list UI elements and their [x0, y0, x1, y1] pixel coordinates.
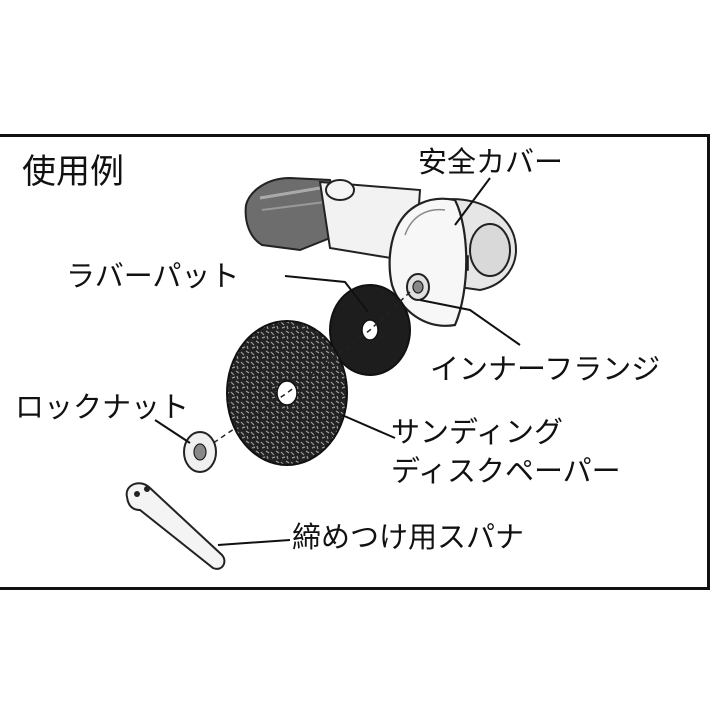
leader-spanner: [217, 539, 291, 546]
spanner-tool: [125, 482, 226, 570]
label-sanding-line2: ディスクペーパー: [391, 454, 621, 488]
label-spanner: 締めつけ用スパナ: [292, 520, 525, 554]
leader-inner-flange: [419, 299, 521, 346]
label-inner-flange: インナーフランジ: [430, 352, 661, 386]
leader-sanding: [341, 414, 396, 439]
leader-lock-nut: [154, 419, 191, 444]
label-sanding-line1: サンディング: [391, 415, 563, 449]
leader-safety-cover: [454, 177, 491, 226]
angle-grinder: [244, 176, 517, 327]
diagram-frame: [0, 134, 710, 590]
diagram-title: 使用例: [22, 152, 124, 192]
label-lock-nut: ロックナット: [15, 390, 190, 424]
lock-nut: [183, 431, 217, 473]
label-safety-cover: 安全カバー: [418, 145, 564, 179]
sanding-disc: [226, 320, 348, 466]
label-rubber-pad: ラバーパット: [66, 259, 240, 293]
alignment-axis: [199, 291, 411, 453]
leader-rubber-pad: [284, 275, 369, 313]
